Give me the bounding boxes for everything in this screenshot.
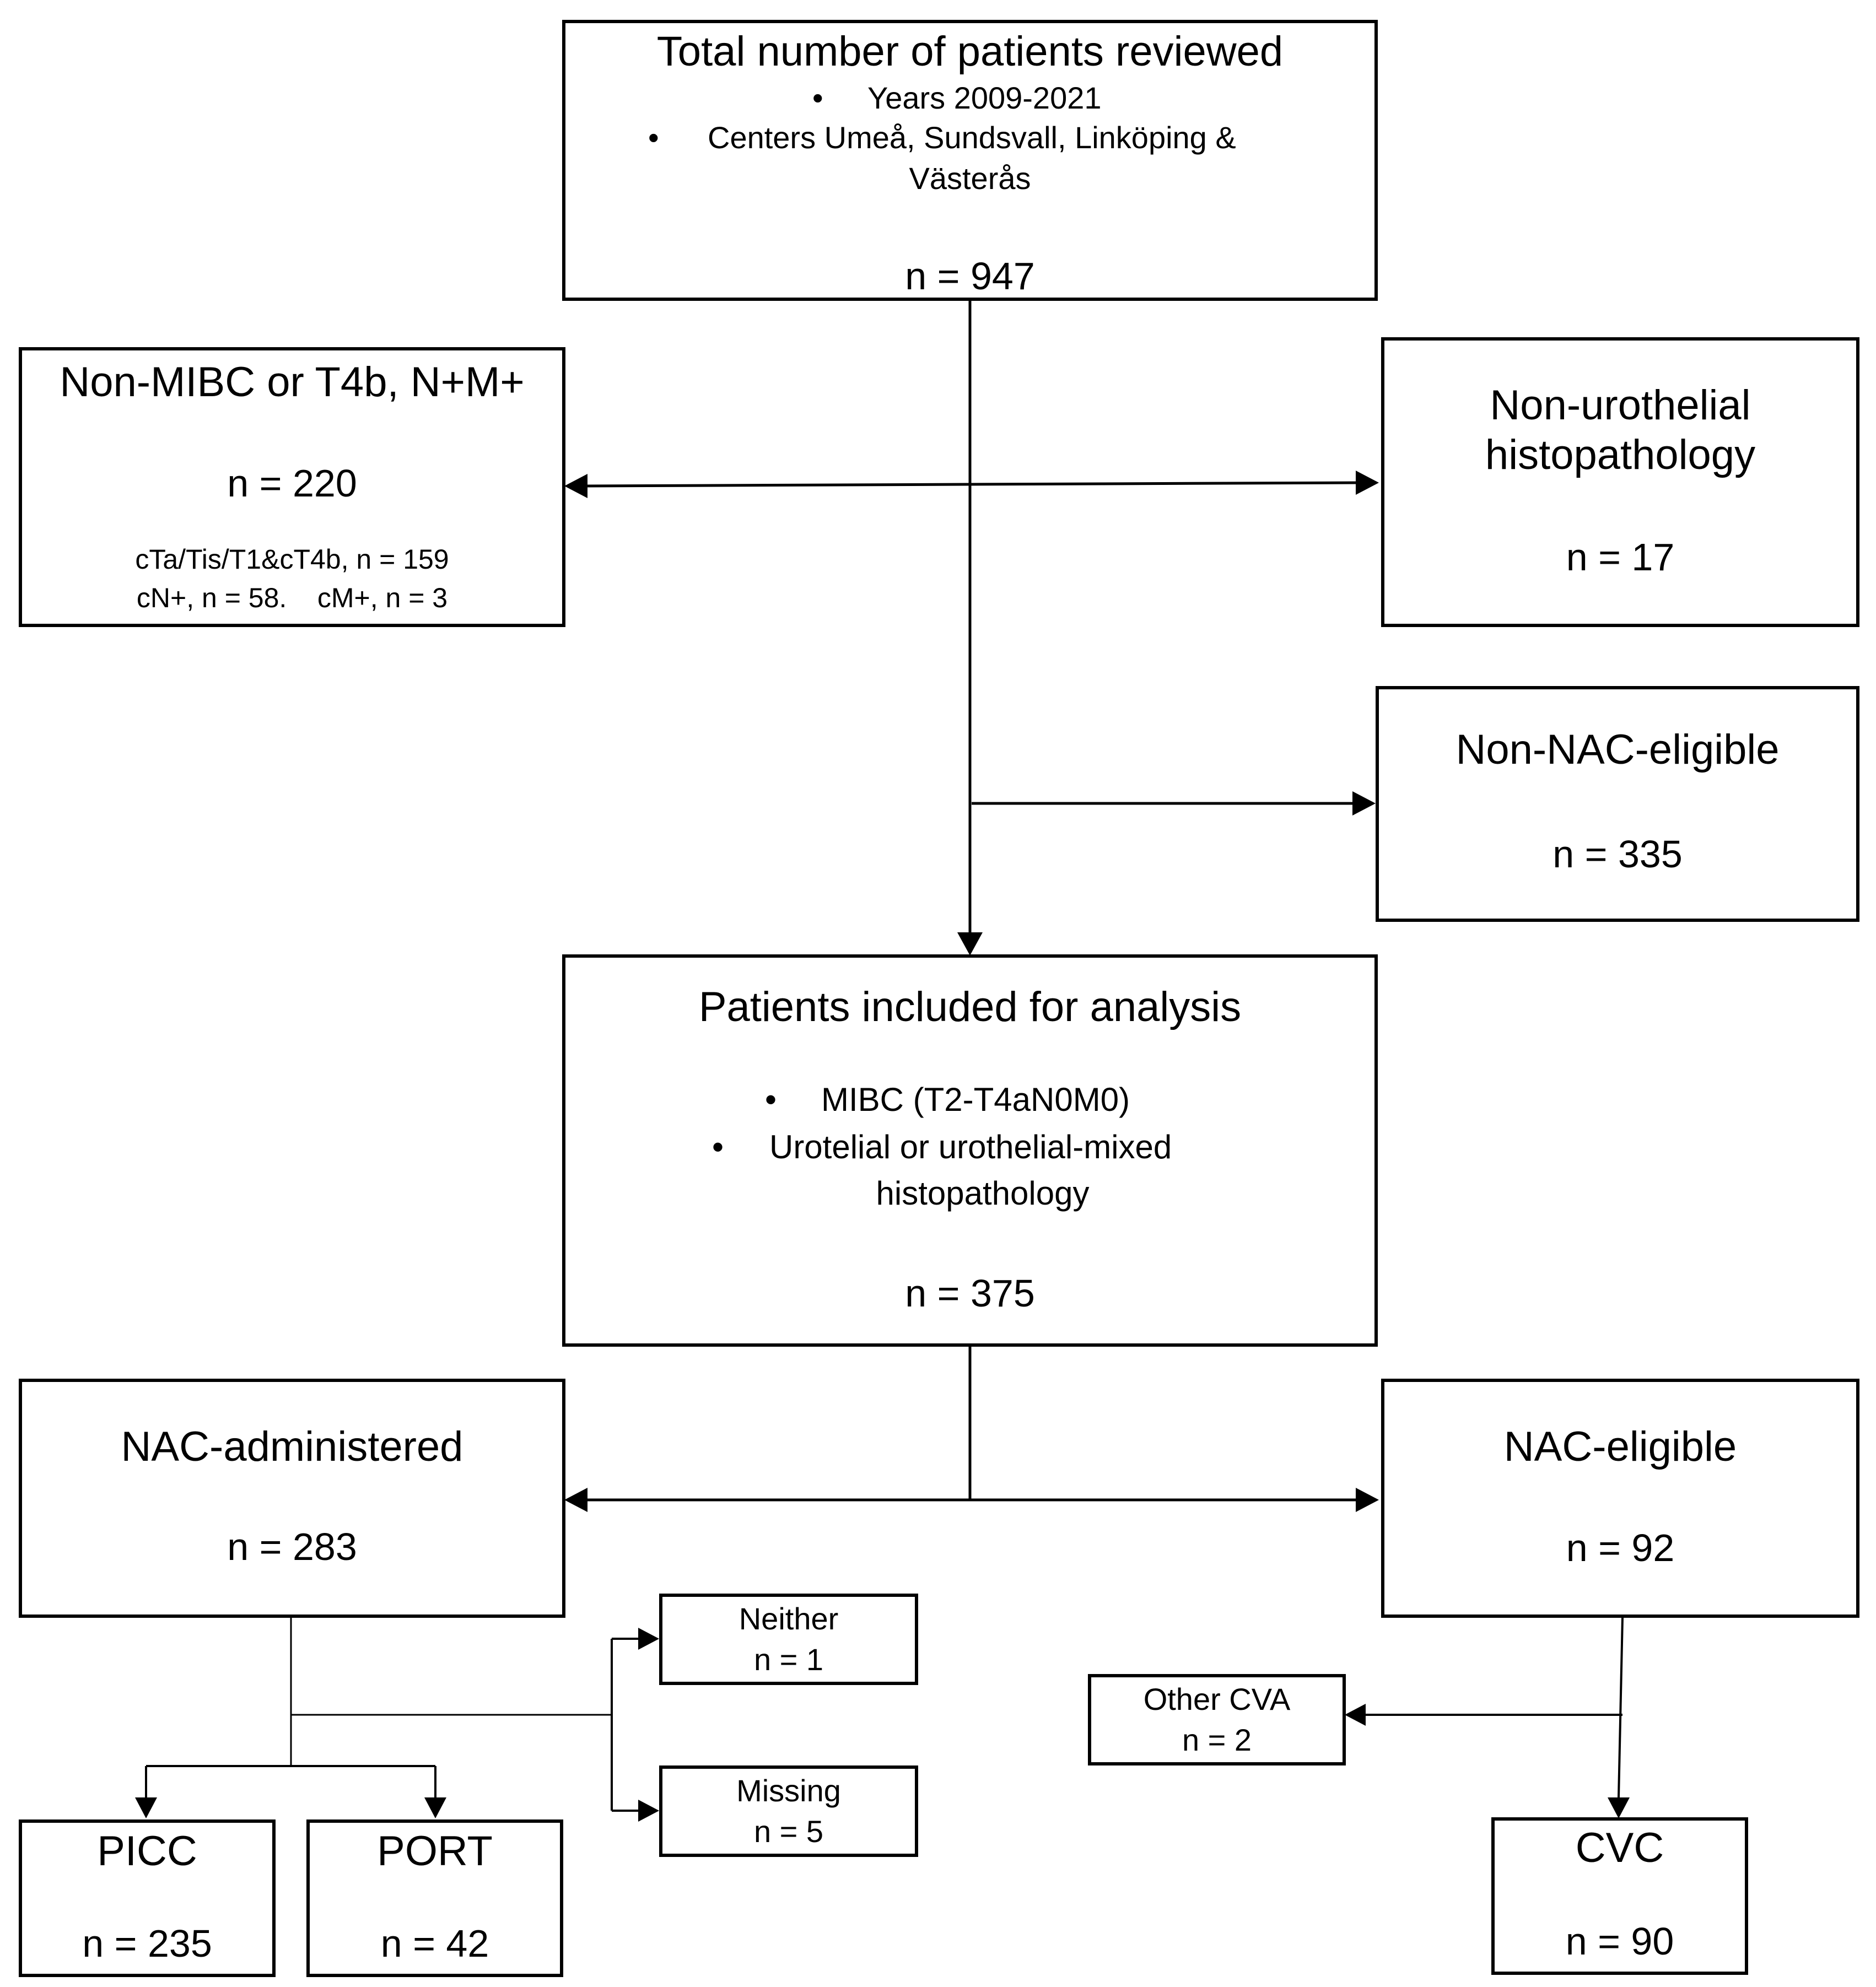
total-title: Total number of patients reviewed — [656, 28, 1284, 75]
included-title: Patients included for analysis — [698, 984, 1242, 1030]
non-urothelial-title-line2: histopathology — [1485, 431, 1756, 478]
non-urothelial-count: n = 17 — [1566, 536, 1675, 579]
cvc-box: CVC n = 90 — [1491, 1817, 1748, 1975]
non-nac-title: Non-NAC-eligible — [1455, 726, 1780, 773]
total-centers-line1: Centers Umeå, Sundsvall, Linköping & — [708, 120, 1236, 155]
included-mibc: MIBC (T2-T4aN0M0) — [821, 1081, 1130, 1118]
missing-title: Missing — [736, 1773, 841, 1808]
neither-title: Neither — [738, 1601, 839, 1636]
exclusion-connector-1 — [583, 481, 1360, 488]
non-mibc-detail-1: cTa/Tis/T1&cT4b, n = 159 — [135, 544, 449, 575]
neither-count: n = 1 — [753, 1642, 824, 1677]
nac-eligible-box: NAC-eligible n = 92 — [1381, 1379, 1859, 1618]
nac-eligible-title: NAC-eligible — [1503, 1423, 1737, 1470]
other-cva-count: n = 2 — [1182, 1723, 1252, 1757]
other-cva-title: Other CVA — [1143, 1682, 1291, 1716]
picc-title: PICC — [97, 1828, 197, 1875]
total-years: Years 2009-2021 — [867, 80, 1102, 115]
non-mibc-box: Non-MIBC or T4b, N+M+ n = 220 cTa/Tis/T1… — [19, 347, 565, 627]
included-histo-line2: histopathology — [876, 1175, 1090, 1212]
bullet-icon: • — [812, 80, 823, 115]
included-box: Patients included for analysis • MIBC (T… — [562, 954, 1378, 1347]
port-box: PORT n = 42 — [306, 1819, 563, 1977]
total-count: n = 947 — [905, 255, 1035, 298]
non-mibc-title: Non-MIBC or T4b, N+M+ — [60, 359, 525, 406]
included-count: n = 375 — [905, 1272, 1035, 1315]
picc-count: n = 235 — [82, 1922, 212, 1965]
non-mibc-count: n = 220 — [227, 462, 357, 505]
bullet-icon: • — [648, 120, 659, 155]
missing-box: Missing n = 5 — [659, 1765, 918, 1857]
other-cva-box: Other CVA n = 2 — [1088, 1674, 1346, 1765]
non-mibc-detail-2: cN+, n = 58. cM+, n = 3 — [136, 582, 448, 613]
nac-administered-box: NAC-administered n = 283 — [19, 1379, 565, 1618]
neither-box: Neither n = 1 — [659, 1594, 918, 1685]
missing-count: n = 5 — [753, 1814, 824, 1849]
cvc-title: CVC — [1575, 1824, 1664, 1871]
bullet-icon: • — [765, 1081, 777, 1118]
picc-box: PICC n = 235 — [19, 1819, 276, 1977]
nac-eligible-count: n = 92 — [1566, 1526, 1675, 1569]
nac-admin-title: NAC-administered — [121, 1423, 463, 1470]
included-histo-line1: Urotelial or urothelial-mixed — [769, 1129, 1172, 1165]
port-count: n = 42 — [380, 1922, 489, 1965]
non-urothelial-box: Non-urothelial histopathology n = 17 — [1381, 337, 1859, 627]
nac-admin-count: n = 283 — [227, 1525, 357, 1568]
non-nac-count: n = 335 — [1552, 833, 1683, 876]
bullet-icon: • — [712, 1129, 724, 1165]
total-centers-line2: Västerås — [909, 161, 1031, 196]
non-nac-eligible-box: Non-NAC-eligible n = 335 — [1376, 686, 1859, 922]
non-urothelial-title-line1: Non-urothelial — [1490, 382, 1751, 429]
total-patients-box: Total number of patients reviewed • Year… — [562, 20, 1378, 301]
cvc-count: n = 90 — [1565, 1920, 1674, 1963]
port-title: PORT — [377, 1828, 493, 1875]
